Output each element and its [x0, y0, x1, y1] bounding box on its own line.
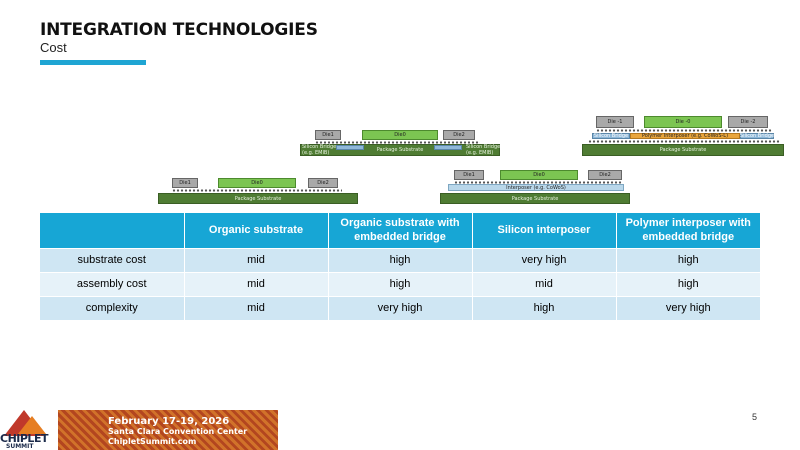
logo-subtext: SUMMIT	[6, 443, 34, 450]
page-number: 5	[752, 412, 758, 422]
chiplet-summit-logo: CHIPLET SUMMIT	[0, 410, 60, 450]
table-cell: mid	[184, 271, 329, 296]
row-label: assembly cost	[40, 271, 185, 296]
die1: Die -1	[596, 116, 634, 128]
cost-comparison-table: Organic substrate Organic substrate with…	[40, 213, 760, 320]
microbumps	[596, 129, 772, 132]
event-banner-text: February 17-19, 2026 Santa Clara Convent…	[108, 416, 247, 447]
table-row: substrate cost mid high very high high	[40, 247, 760, 272]
header-silicon-interposer: Silicon interposer	[472, 213, 617, 248]
embedded-bridge-diagram: Die1 Die0 Die2 Package Substrate Silicon…	[300, 128, 500, 160]
logo-wordmark: CHIPLET	[0, 432, 48, 445]
microbumps	[172, 189, 342, 192]
silicon-bridge-left	[336, 145, 364, 150]
slide-title: INTEGRATION TECHNOLOGIES	[40, 20, 318, 40]
table-cell: mid	[184, 247, 329, 272]
table-cell: mid	[184, 295, 329, 320]
header-organic-embedded-bridge: Organic substrate with embedded bridge	[328, 213, 473, 248]
table-cell: high	[472, 295, 617, 320]
logo-triangle-accent-icon	[18, 416, 46, 434]
c4-bumps	[588, 140, 780, 143]
silicon-bridge-left: Silicon Bridge	[592, 133, 630, 139]
event-date: February 17-19, 2026	[108, 416, 230, 427]
table-cell: high	[616, 271, 760, 296]
die1: Die1	[172, 178, 198, 188]
header-polymer-interposer: Polymer interposer with embedded bridge	[616, 213, 760, 248]
title-accent-bar	[40, 60, 146, 65]
silicon-interposer-diagram: Die1 Die0 Die2 Interposer (e.g. CoWoS) P…	[440, 168, 630, 206]
table-header-row: Organic substrate Organic substrate with…	[40, 213, 760, 248]
polymer-interposer: Polymer Interposer (e.g. CoWoS-L)	[630, 133, 740, 139]
die2: Die2	[588, 170, 622, 180]
package-substrate: Package Substrate	[582, 144, 784, 156]
row-label: substrate cost	[40, 247, 185, 272]
table-row: assembly cost mid high mid high	[40, 271, 760, 296]
organic-substrate-diagram: Die1 Die0 Die2 Package Substrate	[158, 176, 358, 206]
slide-subtitle: Cost	[40, 40, 67, 55]
silicon-bridge-right	[434, 145, 462, 150]
die1: Die1	[315, 130, 341, 140]
polymer-interposer-diagram: Die -1 Die -0 Die -2 Silicon Bridge Poly…	[582, 114, 784, 158]
silicon-interposer: Interposer (e.g. CoWoS)	[448, 184, 624, 191]
package-substrate: Package Substrate	[440, 193, 630, 204]
row-label: complexity	[40, 295, 185, 320]
table-cell: high	[328, 271, 473, 296]
table-cell: high	[616, 247, 760, 272]
package-substrate: Package Substrate	[158, 193, 358, 204]
microbumps	[454, 181, 622, 184]
header-organic-substrate: Organic substrate	[184, 213, 329, 248]
table-cell: mid	[472, 271, 617, 296]
table-cell: very high	[616, 295, 760, 320]
event-venue: Santa Clara Convention Center	[108, 427, 248, 436]
die0: Die0	[500, 170, 578, 180]
bridge-label-right: Silicon Bridge (e.g. EMIB)	[466, 144, 501, 156]
die0: Die -0	[644, 116, 722, 128]
silicon-bridge-right: Silicon Bridge	[739, 133, 775, 139]
die0: Die0	[362, 130, 438, 140]
die2: Die2	[443, 130, 475, 140]
die2: Die -2	[728, 116, 768, 128]
header-empty	[40, 213, 185, 248]
die2: Die2	[308, 178, 338, 188]
event-banner	[58, 410, 278, 450]
microbumps	[315, 141, 480, 144]
table-cell: very high	[328, 295, 473, 320]
table-row: complexity mid very high high very high	[40, 295, 760, 320]
bridge-label-left: Silicon Bridge (e.g. EMIB)	[302, 144, 337, 156]
event-url[interactable]: ChipletSummit.com	[108, 437, 197, 446]
die1: Die1	[454, 170, 484, 180]
die0: Die0	[218, 178, 296, 188]
table-cell: very high	[472, 247, 617, 272]
table-cell: high	[328, 247, 473, 272]
